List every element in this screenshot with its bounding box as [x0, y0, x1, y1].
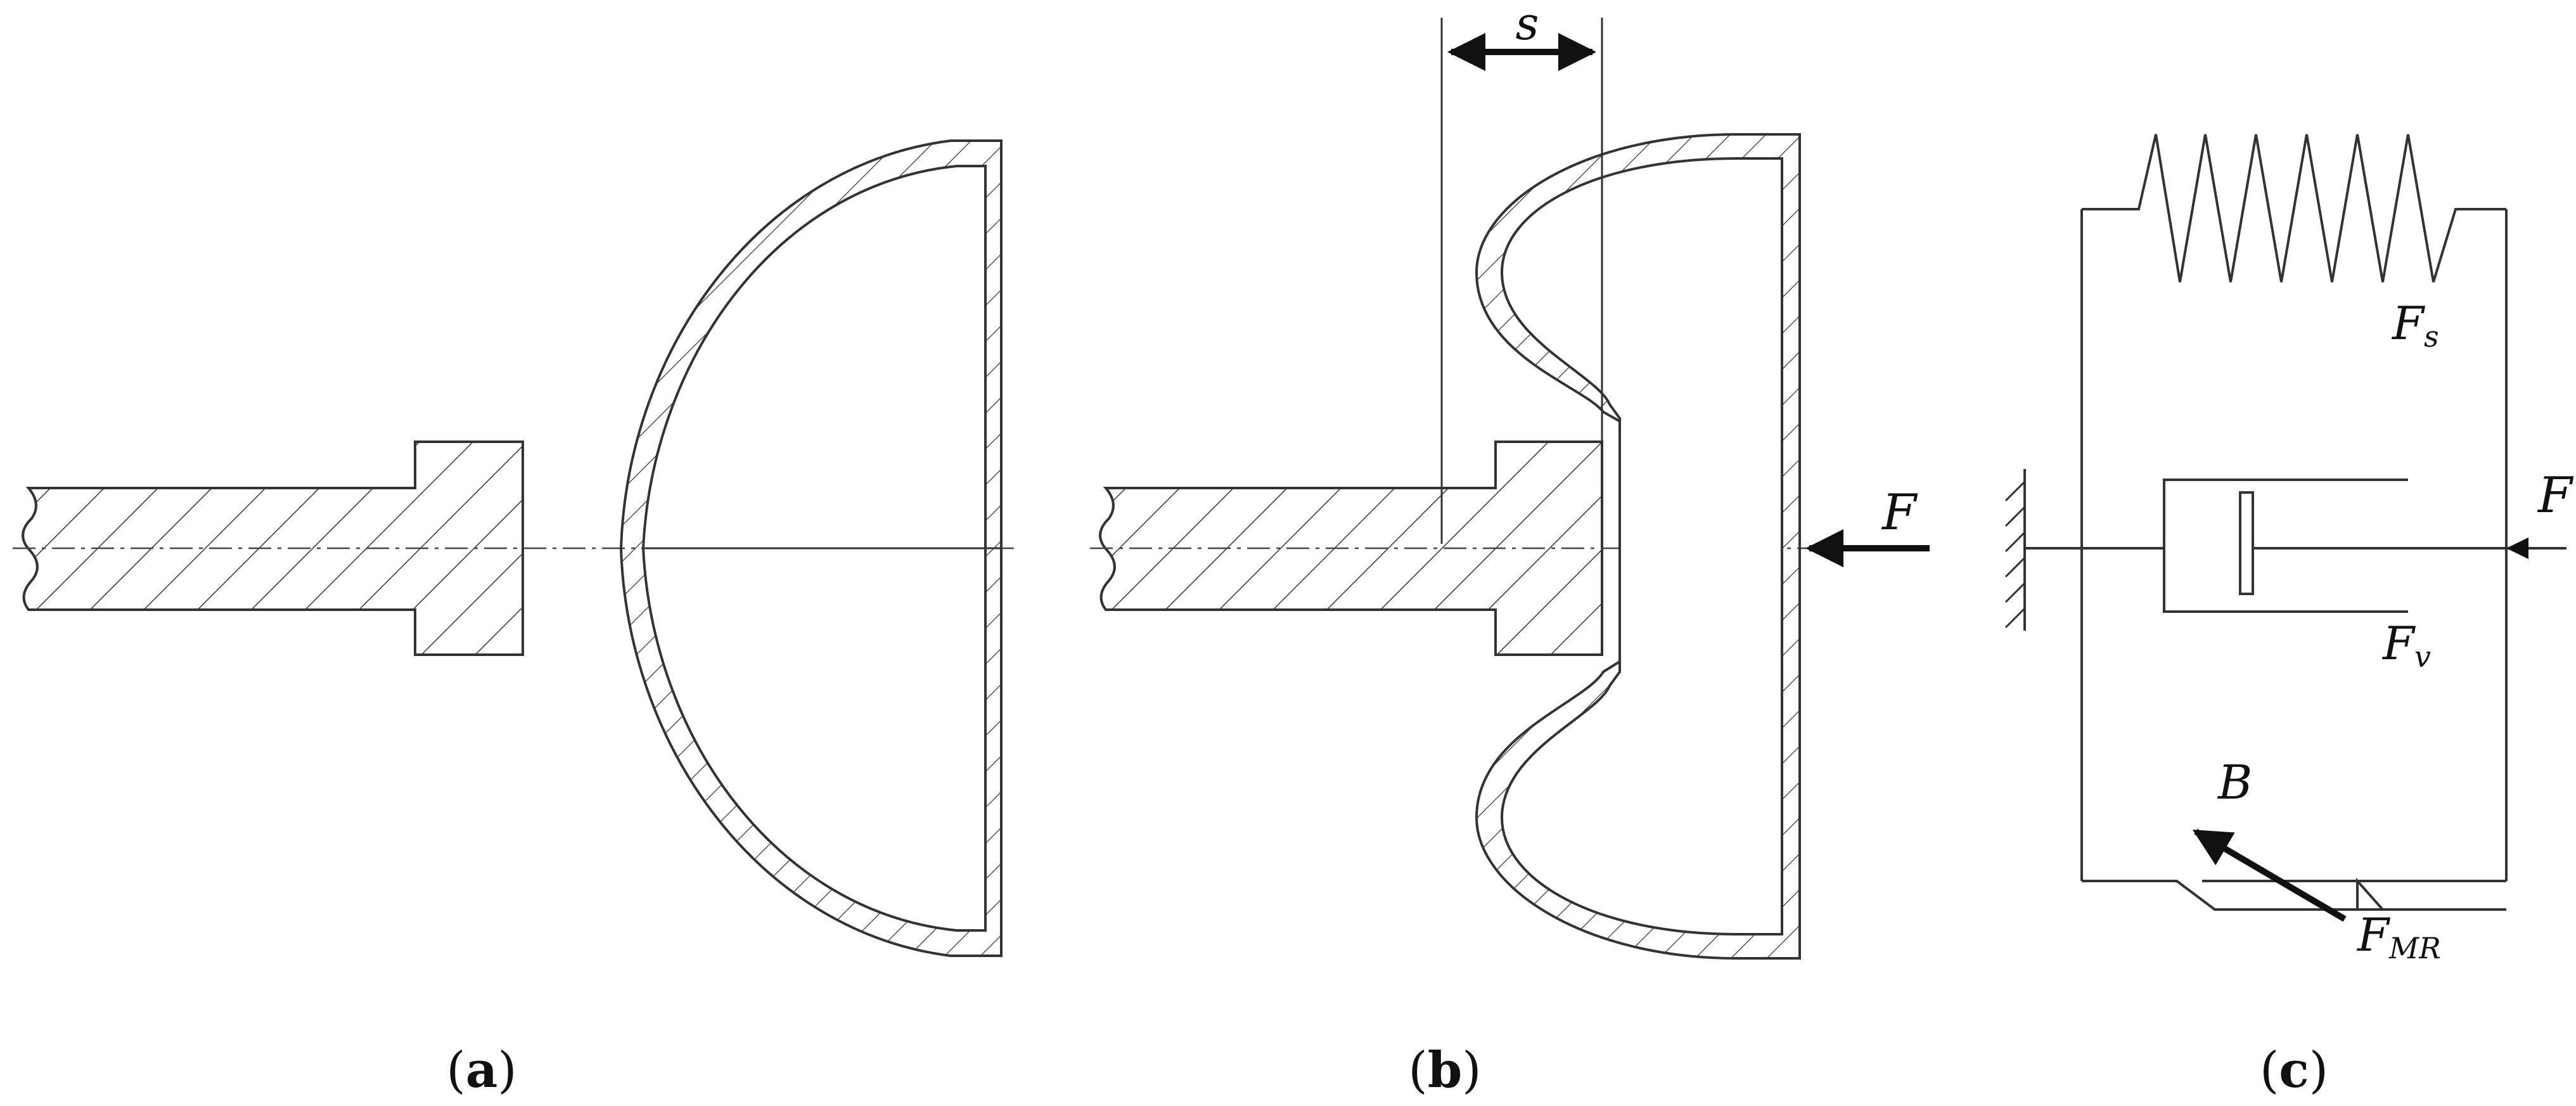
label-force-b: F — [1881, 484, 1918, 541]
label-damper-force: Fv — [2381, 617, 2431, 674]
caption-c: (c) — [2260, 1041, 2328, 1099]
shell-a — [619, 139, 1003, 957]
panel-c: Fs Fv F B FMR (c) — [2004, 134, 2574, 1099]
label-force-c: F — [2537, 467, 2574, 524]
label-spring-force: Fs — [2391, 297, 2439, 354]
label-field: B — [2217, 756, 2252, 810]
magnetic-field-arrow — [2192, 828, 2347, 922]
caption-a: (a) — [446, 1041, 516, 1099]
fixed-wall — [2004, 469, 2026, 631]
shell-b — [1475, 133, 1801, 960]
label-s: s — [1516, 0, 1539, 50]
mr-element — [2082, 877, 2506, 911]
damper — [2082, 479, 2506, 613]
label-mr-force: FMR — [2356, 908, 2441, 965]
plunger-b — [1099, 440, 1603, 656]
force-arrow-c — [2506, 537, 2528, 559]
plunger-a — [22, 440, 524, 656]
spring — [2082, 134, 2506, 283]
panel-a: (a) — [13, 139, 1014, 1099]
panel-b: s F (b) — [1090, 0, 1930, 1099]
caption-b: (b) — [1408, 1041, 1481, 1099]
